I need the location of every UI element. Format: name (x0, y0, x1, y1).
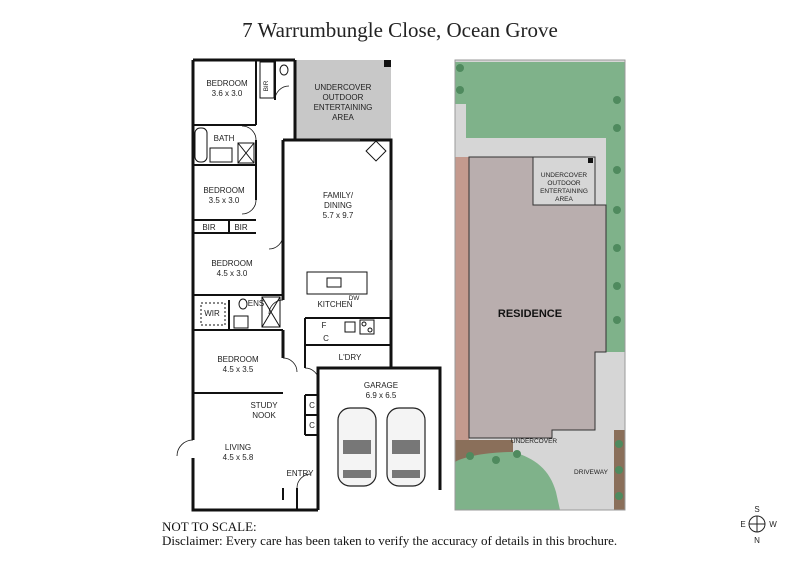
inner-walls (193, 60, 391, 510)
ens-label: ENS (248, 299, 264, 308)
compass-s: S (754, 505, 759, 514)
compass-n: N (754, 536, 760, 545)
rear-lawn (455, 62, 606, 138)
car-rear-window (343, 470, 371, 478)
bir-2-label: BIR (202, 223, 216, 232)
alfresco-label: UNDERCOVER (315, 83, 372, 92)
living-size: 4.5 x 5.8 (223, 453, 254, 462)
study-label-2: NOOK (252, 411, 276, 420)
bedroom-1-size: 3.6 x 3.0 (212, 89, 243, 98)
site-alfresco (532, 156, 596, 206)
dishwasher-label: DW (349, 295, 361, 302)
alfresco-label-4: AREA (332, 113, 354, 122)
sliding-doors (320, 139, 392, 300)
garage-label: GARAGE (364, 381, 398, 390)
site-alfresco-label-4: AREA (555, 196, 573, 203)
scale-note: NOT TO SCALE: (162, 519, 257, 534)
family-label: FAMILY/ (323, 191, 354, 200)
bedroom-2-label: BEDROOM (203, 186, 245, 195)
bath-fixtures (194, 61, 289, 164)
kitchen-fixtures (306, 140, 387, 335)
site-post-marker (588, 158, 593, 163)
family-label-2: DINING (324, 201, 352, 210)
page-title: 7 Warrumbungle Close, Ocean Grove (242, 18, 558, 42)
fridge-label: F (322, 321, 327, 330)
garage-cars (337, 407, 426, 487)
site-alfresco-label: UNDERCOVER (541, 172, 588, 179)
laundry-label: L'DRY (339, 353, 362, 362)
bath-label: BATH (214, 134, 235, 143)
bedroom-3-label: BEDROOM (211, 259, 253, 268)
bedroom-3-size: 4.5 x 3.0 (217, 269, 248, 278)
bir-1-label: BIR (263, 80, 270, 91)
post-marker (384, 60, 391, 67)
alfresco-label-2: OUTDOOR (323, 93, 364, 102)
undercover-area-fill (295, 60, 391, 140)
family-size: 5.7 x 9.7 (323, 211, 354, 220)
residence-label: RESIDENCE (498, 308, 562, 320)
car-windscreen (392, 440, 420, 454)
garage-cupboard-1: C (309, 401, 315, 410)
compass: S E W N (740, 505, 777, 545)
cupboard-label: C (323, 334, 329, 343)
undercover-label: UNDERCOVER (511, 438, 558, 445)
side-boundary-strip (455, 157, 469, 440)
garage-cupboard-2: C (309, 421, 315, 430)
study-label: STUDY (250, 401, 278, 410)
kitchen-label: KITCHEN (317, 300, 352, 309)
compass-e: E (740, 520, 745, 529)
compass-cross (749, 516, 765, 532)
site-alfresco-label-2: OUTDOOR (547, 180, 581, 187)
front-garden (455, 440, 560, 510)
bedroom-4-label: BEDROOM (217, 355, 259, 364)
site-plan: UNDERCOVER OUTDOOR ENTERTAINING AREA RES… (454, 59, 626, 511)
car-rear-window (392, 470, 420, 478)
bedroom-1-label: BEDROOM (206, 79, 248, 88)
alfresco-label-3: ENTERTAINING (314, 103, 373, 112)
garage-size: 6.9 x 6.5 (366, 391, 397, 400)
bedroom-4-size: 4.5 x 3.5 (223, 365, 254, 374)
site-alfresco-label-3: ENTERTAINING (540, 188, 588, 195)
compass-w: W (769, 520, 777, 529)
car-windscreen (343, 440, 371, 454)
living-label: LIVING (225, 443, 251, 452)
floor-plan: BEDROOM 3.6 x 3.0 BIR BATH BEDROOM 3.5 x… (176, 58, 442, 512)
ensuite-fixtures (200, 296, 281, 329)
lot-boundary (454, 59, 626, 511)
disclaimer: Disclaimer: Every care has been taken to… (162, 533, 618, 548)
outer-walls (191, 58, 442, 512)
door-swings (176, 85, 320, 489)
entry-label: ENTRY (287, 469, 315, 478)
shrubs (456, 64, 623, 500)
driveway-label: DRIVEWAY (574, 469, 609, 476)
bir-3-label: BIR (234, 223, 248, 232)
wir-label: WIR (204, 309, 220, 318)
bedroom-2-size: 3.5 x 3.0 (209, 196, 240, 205)
